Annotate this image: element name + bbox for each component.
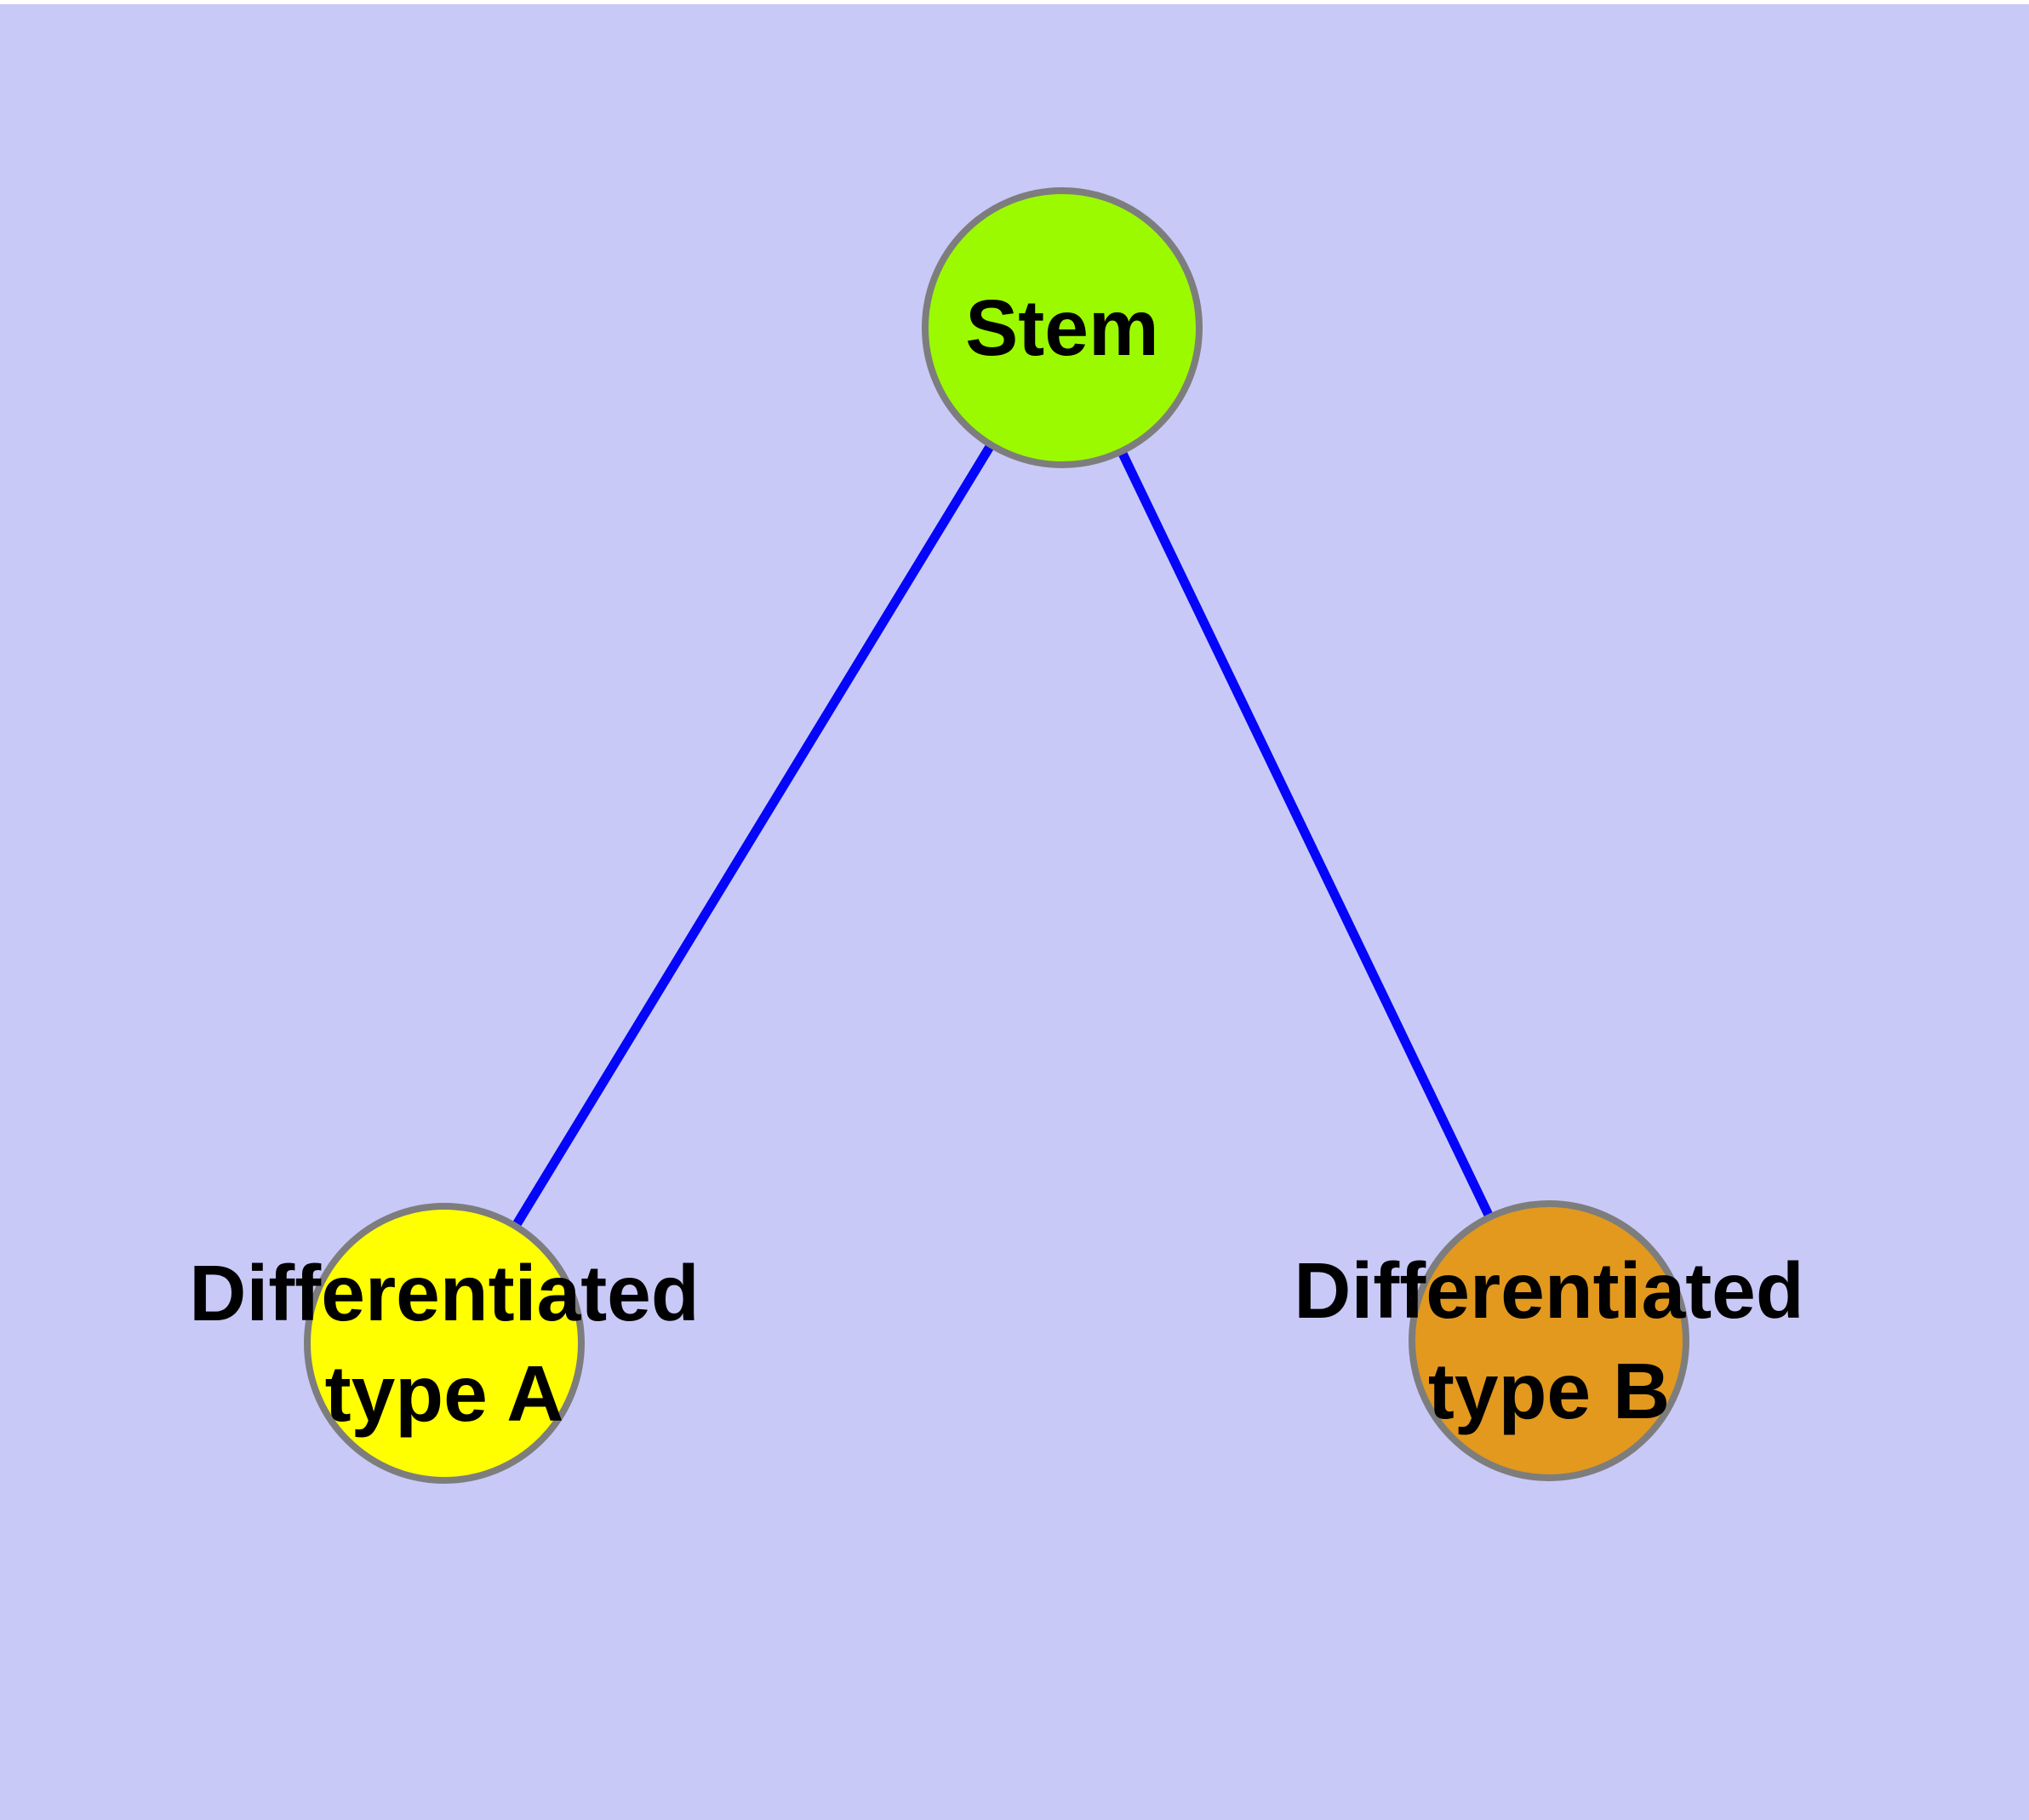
node-stem-label: Stem — [965, 283, 1159, 372]
edge-stem-to-type-a — [440, 325, 1066, 1346]
top-margin-strip — [0, 0, 2029, 4]
node-differentiated-type-a: Differentiated type A — [189, 1203, 700, 1484]
node-differentiated-type-a-label: Differentiated type A — [189, 1248, 700, 1438]
node-differentiated-type-b-label: Differentiated type B — [1294, 1245, 1804, 1435]
edge-stem-to-type-b — [1058, 325, 1553, 1343]
node-stem: Stem — [922, 187, 1203, 468]
node-differentiated-type-b: Differentiated type B — [1294, 1200, 1804, 1481]
